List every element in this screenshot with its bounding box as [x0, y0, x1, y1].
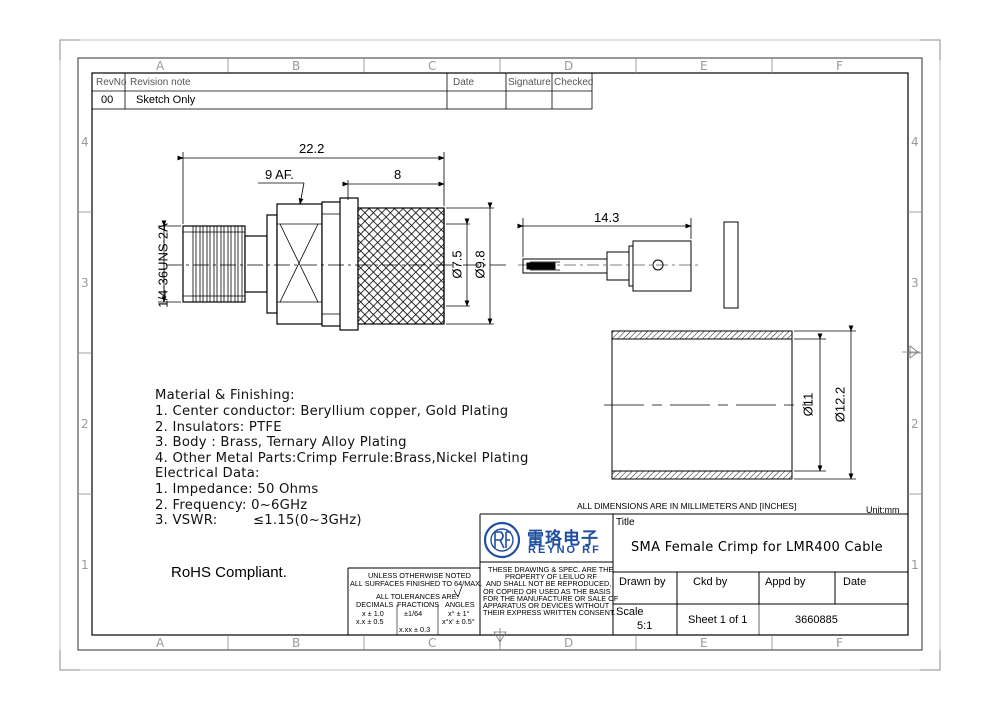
property-line-5: FOR THE MANUFACTURE OR SALE OF [483, 594, 619, 603]
rev-header-note: Revision note [130, 77, 191, 88]
pin-dimension [517, 218, 692, 257]
dim-dia-7-5: Ø7.5 [449, 250, 465, 279]
date-label: Date [843, 576, 867, 588]
tol-line3: ALL TOLERANCES ARE: [376, 592, 459, 601]
dimension-lines [158, 152, 494, 325]
center-pin [522, 240, 692, 292]
drawn-by-label: Drawn by [619, 576, 666, 588]
note-electrical-heading: Electrical Data: [155, 466, 260, 481]
tol-line1: UNLESS OTHERWISE NOTED [368, 571, 471, 580]
tol-ang2: x°x' ± 0.5° [442, 617, 475, 626]
property-line-4: OR COPIED OR USED AS THE BASIS [483, 587, 611, 596]
appd-by-label: Appd by [765, 576, 806, 588]
tol-dec1: x ± 1.0 [362, 609, 384, 618]
revision-table-lines [91, 72, 593, 110]
centering-marks [493, 345, 920, 646]
unit-label: Unit:mm [866, 505, 900, 515]
zone-col-d-top: D [564, 59, 574, 73]
note-impedance: 1. Impedance: 50 Ohms [155, 482, 319, 497]
zone-row-4-right: 4 [911, 135, 919, 149]
zone-col-a-top: A [156, 59, 165, 73]
tol-col-angles: ANGLES [445, 600, 475, 609]
rev-header-signature: Signature [508, 77, 551, 88]
inner-frame [77, 57, 923, 651]
zone-col-e-bottom: E [700, 636, 708, 650]
zone-col-f-bottom: F [836, 636, 843, 650]
logo-mark-icon [483, 521, 521, 559]
ckd-by-label: Ckd by [693, 576, 728, 588]
logo-chinese: 雷珞电子 [527, 529, 599, 549]
rev-header-checked: Checked [554, 77, 594, 88]
tol-col-fractions: FRACTIONS [397, 600, 440, 609]
property-line-7: THEIR EXPRESS WRITTEN CONSENT. [483, 608, 616, 617]
zone-row-3-right: 3 [911, 276, 919, 290]
title-block-lines [347, 513, 908, 635]
property-line-3: AND SHALL NOT BE REPRODUCED, [486, 579, 612, 588]
finish-symbol [453, 585, 463, 598]
zone-col-f-top: F [836, 59, 843, 73]
ferrule-dimensions [794, 325, 856, 480]
note-insulators: 2. Insulators: PTFE [155, 420, 282, 435]
dim-dia-12-2: Ø12.2 [832, 386, 848, 423]
note-body: 3. Body : Brass, Ternary Alloy Plating [155, 435, 407, 450]
dim-thread: 1/4-36UNS-2A [155, 223, 171, 308]
dimensions-note: ALL DIMENSIONS ARE IN MILLIMETERS AND [I… [577, 501, 797, 511]
zone-row-1-right: 1 [911, 558, 919, 572]
rev-row-note: Sketch Only [136, 94, 196, 106]
zone-row-4-left: 4 [81, 135, 89, 149]
note-other-metal-parts: 4. Other Metal Parts:Crimp Ferrule:Brass… [155, 451, 529, 466]
property-line-6: APPARATUS OR DEVICES WITHOUT [483, 601, 610, 610]
zone-col-c-bottom: C [428, 636, 437, 650]
zone-col-a-bottom: A [156, 636, 165, 650]
part-number: 3660885 [795, 614, 838, 626]
rev-header-revno: RevNo [96, 77, 127, 88]
zone-col-b-bottom: B [292, 636, 301, 650]
note-material-heading: Material & Finishing: [155, 388, 295, 403]
tol-dec3: x.xx ± 0.3 [399, 625, 431, 634]
washer [723, 221, 739, 309]
sheet-number: Sheet 1 of 1 [688, 614, 748, 626]
note-center-conductor: 1. Center conductor: Beryllium copper, G… [155, 404, 509, 419]
tol-frac: ±1/64 [404, 609, 423, 618]
drawing-title: SMA Female Crimp for LMR400 Cable [631, 540, 883, 555]
rev-row-revno: 00 [101, 94, 114, 106]
logo-english: REYNO RF [528, 544, 601, 556]
dim-dia-11: Ø11 [800, 392, 816, 417]
zone-col-e-top: E [700, 59, 708, 73]
connector-body [182, 197, 359, 331]
scale-value: 5:1 [637, 620, 653, 632]
zone-dividers [78, 58, 922, 650]
zone-col-b-top: B [292, 59, 301, 73]
title-label: Title [616, 517, 635, 528]
note-vswr: 3. VSWR: ≤1.15(0~3GHz) [155, 513, 362, 528]
tol-line2: ALL SURFACES FINISHED TO 64/MAX. [350, 579, 483, 588]
zone-row-1-left: 1 [81, 558, 89, 572]
note-frequency: 2. Frequency: 0~6GHz [155, 498, 308, 513]
tol-col-decimals: DECIMALS [356, 600, 394, 609]
tol-dec2: x.x ± 0.5 [356, 617, 384, 626]
dim-pin-length: 14.3 [594, 210, 620, 225]
dim-ferrule-length: 8 [394, 167, 402, 182]
dim-hex-af: 9 AF. [265, 167, 294, 182]
dim-overall-length: 22.2 [299, 141, 325, 156]
rohs-label: RoHS Compliant. [171, 564, 287, 581]
zone-col-c-top: C [428, 59, 437, 73]
zone-row-2-right: 2 [911, 417, 919, 431]
zone-row-2-left: 2 [81, 417, 89, 431]
dim-dia-9-8: Ø9.8 [472, 250, 488, 279]
outer-frame [59, 39, 941, 671]
scale-label: Scale [616, 606, 644, 618]
rev-header-date: Date [453, 77, 475, 88]
tol-ang1: x° ± 1° [448, 609, 470, 618]
zone-row-3-left: 3 [81, 276, 89, 290]
zone-col-d-bottom: D [564, 636, 574, 650]
property-line-1: THESE DRAWING & SPEC. ARE THE [488, 565, 614, 574]
knurled-ferrule [357, 207, 445, 325]
property-line-2: PROPERTY OF LEILUO RF [505, 572, 597, 581]
